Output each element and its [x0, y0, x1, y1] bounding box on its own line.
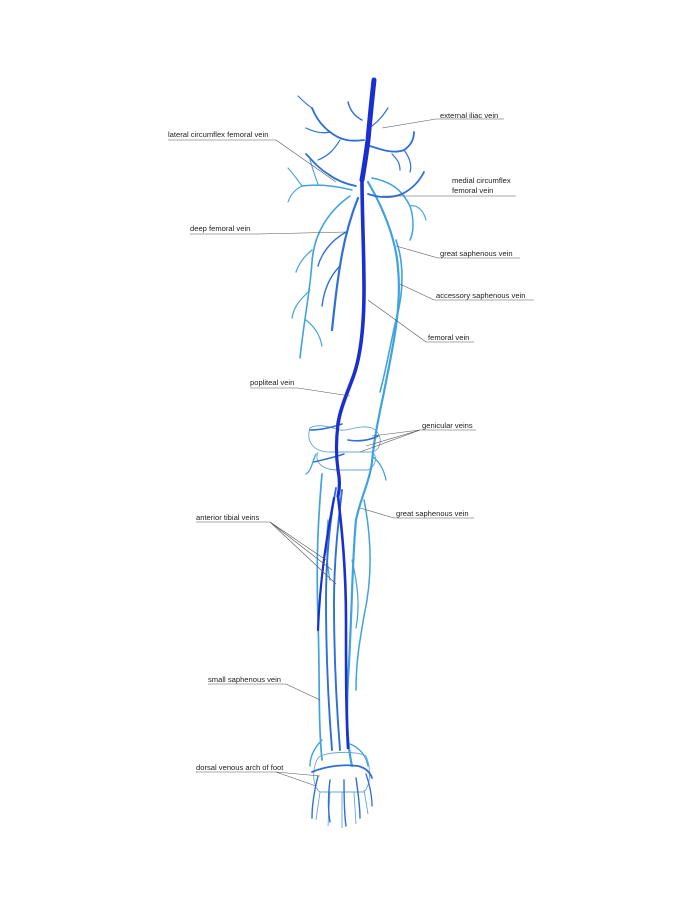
- lateral-groin-twig-2: [287, 185, 303, 203]
- foot-vein-3: [343, 779, 347, 827]
- leader-anterior-tibial-2: [269, 521, 333, 571]
- label-external-iliac-vein: external iliac vein: [440, 111, 498, 120]
- great-saphenous-vein: [346, 180, 401, 768]
- foot-vein-5: [365, 773, 373, 807]
- foot-vein-1: [311, 775, 319, 819]
- iliac-twig-right-1: [403, 149, 412, 173]
- mid-veins: [297, 95, 425, 827]
- lateral-thigh-twig-3: [305, 319, 323, 347]
- anterior-tibial-vein-2: [333, 489, 343, 751]
- foot-vein-2: [327, 779, 331, 823]
- ankle-net: [309, 739, 369, 767]
- iliac-branch-right: [369, 131, 415, 153]
- iliac-twig-right-2: [391, 153, 401, 171]
- dorsal-venous-arch: [311, 764, 373, 779]
- foot-vein-4: [355, 777, 361, 819]
- label-medial-circumflex-line2: femoral vein: [452, 186, 493, 195]
- leader-dorsal-arch-2: [275, 771, 317, 787]
- deep-veins: [316, 77, 377, 750]
- genicular-vein-3: [313, 453, 345, 463]
- iliac-twig-right-3: [371, 107, 389, 127]
- label-popliteal-vein: popliteal vein: [250, 378, 294, 387]
- calf-branch-right: [355, 499, 371, 691]
- label-small-saphenous-vein: small saphenous vein: [208, 675, 281, 684]
- ankle-outline: [313, 751, 371, 793]
- iliac-twig-left-3: [297, 95, 313, 109]
- leader-genicular-1: [371, 429, 421, 437]
- leader-anterior-tibial-1: [269, 521, 327, 561]
- lateral-thigh-branch: [299, 195, 351, 359]
- leader-anterior-tibial-3: [269, 521, 337, 585]
- label-dorsal-venous-arch: dorsal venous arch of foot: [196, 763, 284, 772]
- leader-external-iliac: [381, 118, 437, 129]
- deep-femoral-vein: [330, 196, 360, 332]
- posterior-tibial-vein: [336, 494, 350, 750]
- leader-deep-femoral: [257, 231, 347, 235]
- anterior-tibial-vein-1: [325, 487, 337, 751]
- leader-genicular-3: [359, 429, 421, 453]
- leader-great-saphenous-lower: [359, 507, 395, 519]
- label-anterior-tibial-veins: anterior tibial veins: [196, 513, 260, 522]
- lateral-thigh-twig-2: [291, 289, 311, 319]
- iliac-twig-left-1: [305, 127, 331, 134]
- label-accessory-saphenous-vein: accessory saphenous vein: [436, 291, 526, 300]
- label-genicular-veins: genicular veins: [422, 421, 473, 430]
- medial-circumflex-femoral-vein: [367, 171, 425, 198]
- external-iliac-vein: [359, 77, 377, 183]
- anatomy-outline: [308, 425, 381, 828]
- leader-femoral: [367, 299, 427, 343]
- superficial-veins: [287, 159, 427, 768]
- lateral-groin-branch: [301, 184, 353, 191]
- popliteal-vein: [334, 422, 342, 498]
- iliac-twig-left-2: [317, 139, 341, 161]
- deep-femoral-twig-2: [321, 265, 341, 307]
- medial-groin-twig: [409, 205, 427, 221]
- iliac-branch-left: [311, 107, 365, 142]
- peroneal-vein: [316, 496, 336, 632]
- leader-popliteal: [297, 387, 351, 397]
- knee-lower-outline: [316, 451, 376, 471]
- labels: external iliac vein lateral circumflex f…: [168, 111, 526, 772]
- label-femoral-vein: femoral vein: [428, 333, 469, 342]
- label-lateral-circumflex-femoral-vein: lateral circumflex femoral vein: [168, 130, 268, 139]
- label-great-saphenous-vein-upper: great saphenous vein: [440, 249, 513, 258]
- genicular-vein-2: [347, 435, 379, 442]
- iliac-branch-left-2: [347, 101, 363, 121]
- knee-superficial-net: [305, 453, 387, 481]
- leader-great-saphenous-upper: [395, 245, 439, 259]
- shin-superficial-net: [326, 519, 359, 629]
- leader-small-saphenous: [285, 683, 321, 701]
- leader-accessory-saphenous: [399, 283, 435, 301]
- lateral-groin-twig-3: [309, 159, 319, 185]
- lateral-thigh-twig-1: [295, 249, 313, 273]
- medial-groin-branch: [371, 177, 414, 241]
- label-deep-femoral-vein: deep femoral vein: [190, 224, 250, 233]
- leader-lines: [168, 118, 534, 787]
- label-medial-circumflex-line1: medial circumflex: [452, 176, 511, 185]
- leader-lateral-circumflex: [275, 139, 337, 183]
- leader-dorsal-arch-1: [275, 771, 321, 777]
- accessory-saphenous-vein: [379, 239, 403, 393]
- lateral-groin-twig-1: [287, 167, 303, 187]
- leader-genicular-2: [365, 429, 421, 447]
- femoral-vein: [336, 178, 366, 426]
- lateral-circumflex-femoral-vein: [305, 153, 357, 187]
- deep-femoral-twig-1: [317, 231, 347, 267]
- label-great-saphenous-vein-lower: great saphenous vein: [396, 509, 469, 518]
